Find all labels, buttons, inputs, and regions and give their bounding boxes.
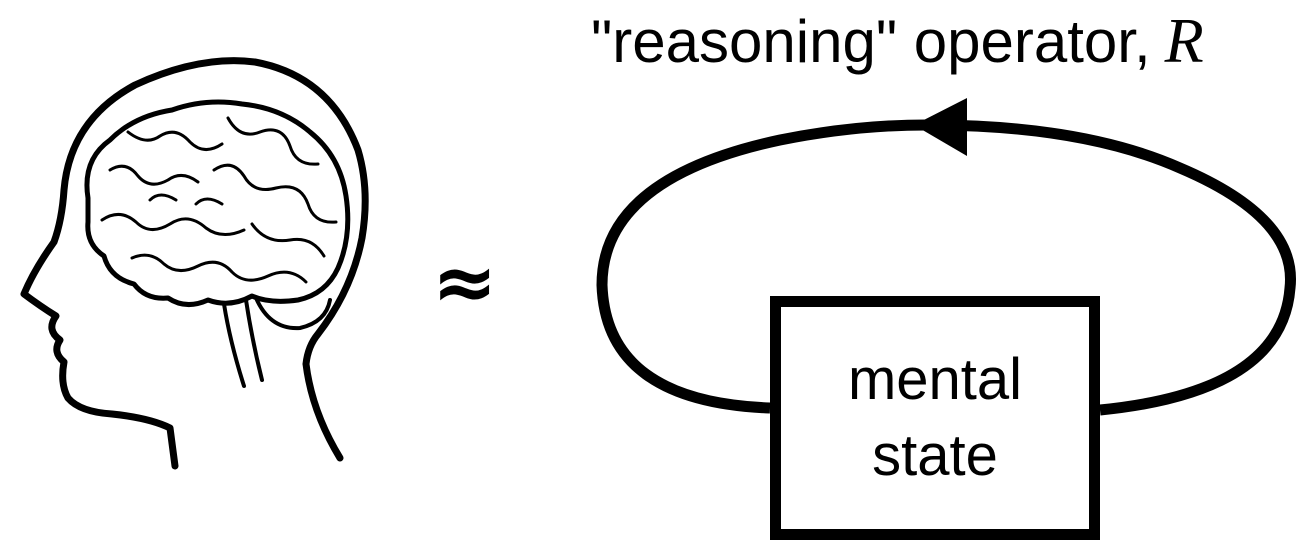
operator-symbol: R: [1164, 5, 1204, 76]
arrowhead-left-icon: [914, 98, 967, 156]
mental-state-box: mental state: [770, 296, 1100, 540]
reasoning-operator-text: "reasoning" operator,: [591, 8, 1151, 75]
head-with-brain-icon: [20, 57, 369, 470]
reasoning-operator-label: "reasoning" operator,R: [591, 6, 1204, 77]
state-box-line-2: state: [872, 423, 998, 488]
approx-symbol: ≈: [432, 238, 498, 328]
state-box-line-1: mental: [847, 347, 1023, 412]
